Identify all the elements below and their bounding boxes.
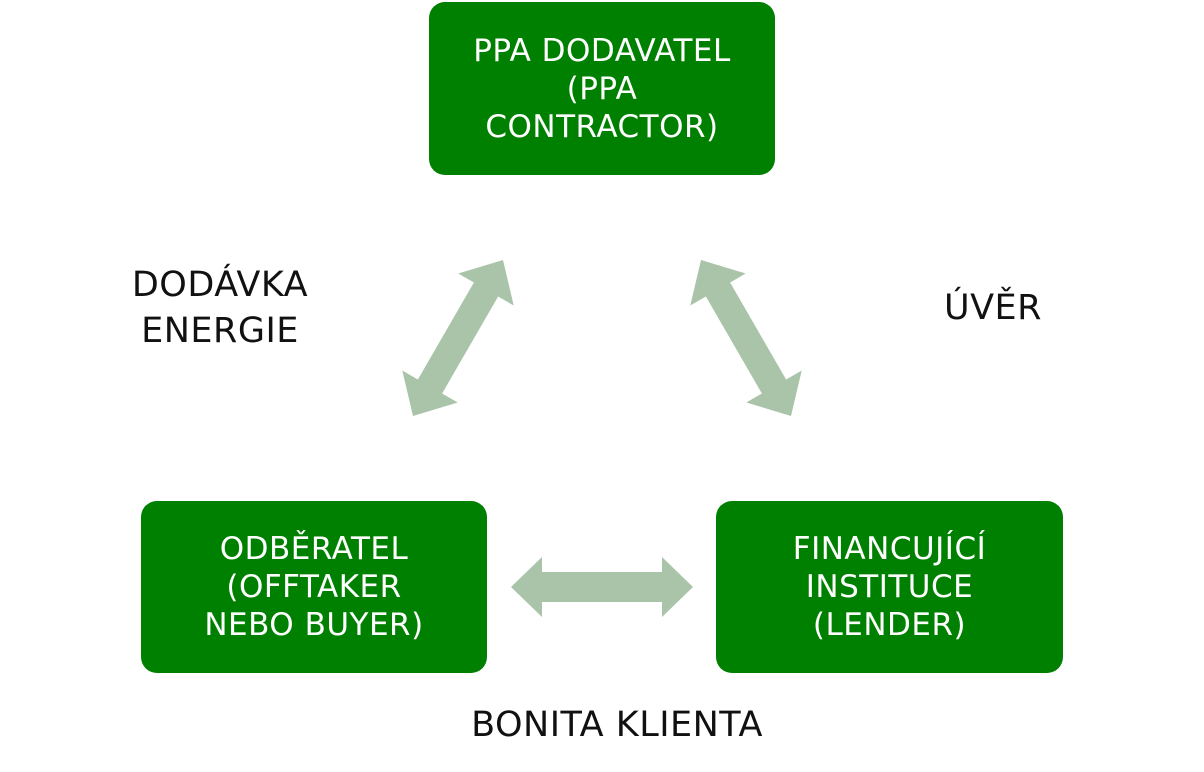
node-offtaker: ODBĚRATEL (OFFTAKER NEBO BUYER) [141, 501, 487, 673]
edge-label-credit: ÚVĚR [944, 288, 1042, 328]
node-lender: FINANCUJÍCÍ INSTITUCE (LENDER) [716, 501, 1063, 673]
arrow-contractor-offtaker [402, 260, 514, 416]
node-lender-label: FINANCUJÍCÍ INSTITUCE (LENDER) [792, 531, 987, 643]
arrow-contractor-lender [690, 260, 802, 416]
arrow-offtaker-lender [511, 557, 693, 617]
edge-label-client-creditworthiness: BONITA KLIENTA [471, 705, 763, 745]
node-ppa-contractor-label: PPA DODAVATEL (PPA CONTRACTOR) [473, 32, 731, 145]
edge-label-energy-supply: DODÁVKA ENERGIE [131, 265, 309, 351]
node-ppa-contractor: PPA DODAVATEL (PPA CONTRACTOR) [429, 2, 775, 175]
node-offtaker-label: ODBĚRATEL (OFFTAKER NEBO BUYER) [204, 531, 424, 643]
